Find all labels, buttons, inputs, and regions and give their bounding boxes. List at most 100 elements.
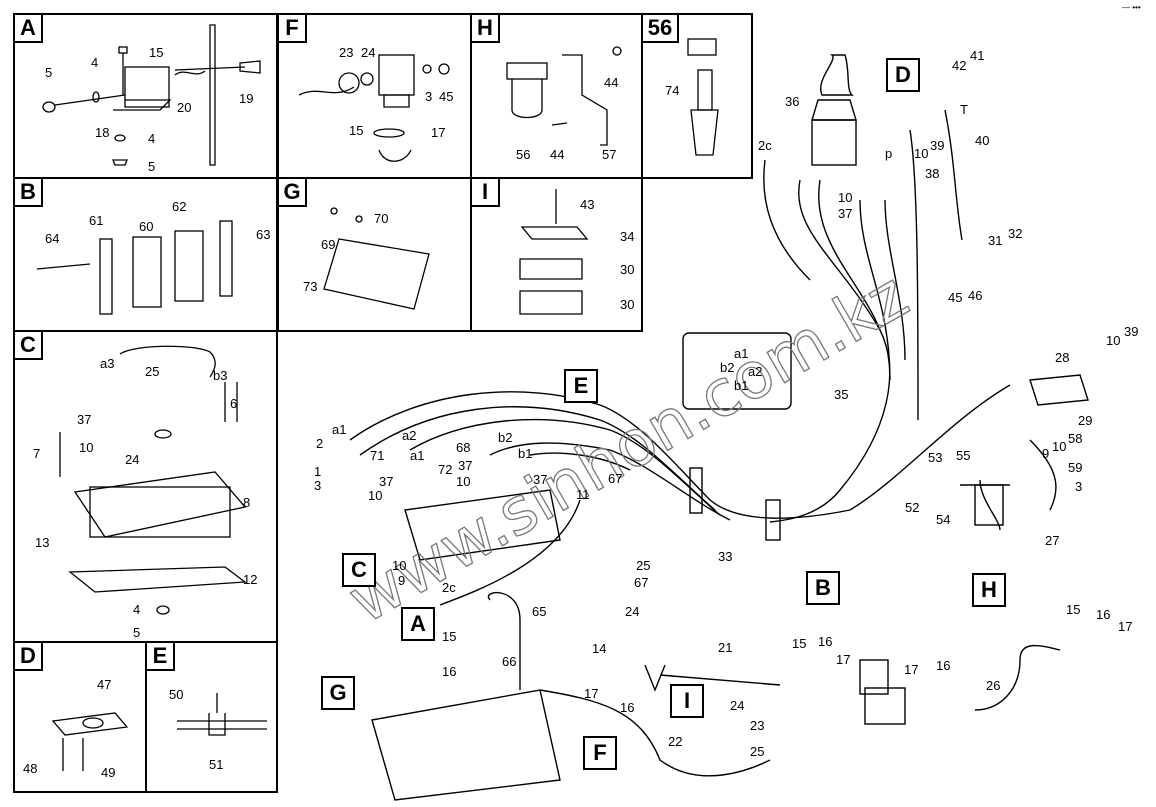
label-14: 14 xyxy=(592,641,606,656)
label-16: 16 xyxy=(442,664,456,679)
label-10e: 10 xyxy=(368,488,382,503)
label-10: 10 xyxy=(838,190,852,205)
callout-c: C xyxy=(342,553,376,587)
callout-f: F xyxy=(583,736,617,770)
part-69: 69 xyxy=(321,237,335,252)
callout-b: B xyxy=(806,571,840,605)
label-b1: b1 xyxy=(518,446,532,461)
panel-h-drawing: 44 56 44 57 xyxy=(506,46,622,162)
label-1: 1 xyxy=(314,464,321,479)
label-45: 45 xyxy=(948,290,962,305)
label-3: 3 xyxy=(1075,479,1082,494)
panel-d-drawing: 47 48 49 xyxy=(23,677,129,780)
panel-f-label: F xyxy=(277,13,307,43)
part-43: 43 xyxy=(580,197,594,212)
label-9b: 9 xyxy=(398,573,405,588)
label-a1b: a1 xyxy=(410,448,424,463)
part-45: 45 xyxy=(439,89,453,104)
label-46: 46 xyxy=(968,288,982,303)
panel-56-drawing: 74 xyxy=(665,38,719,156)
panel-b-label: B xyxy=(13,177,43,207)
label-32: 32 xyxy=(1008,226,1022,241)
panel-f: F 23 24 3 45 15 17 xyxy=(277,13,472,179)
panel-i-label: I xyxy=(470,177,500,207)
part-20: 20 xyxy=(177,100,191,115)
panel-a-label: A xyxy=(13,13,43,43)
label-29: 29 xyxy=(1078,413,1092,428)
label-17: 17 xyxy=(584,686,598,701)
label-2: 2 xyxy=(316,436,323,451)
label-16b: 16 xyxy=(620,700,634,715)
part-a3: a3 xyxy=(100,356,114,371)
callout-i: I xyxy=(670,684,704,718)
panel-i: I 43 34 30 30 xyxy=(470,177,643,332)
part-63: 63 xyxy=(256,227,270,242)
part-48: 48 xyxy=(23,761,37,776)
label-36: 36 xyxy=(785,94,799,109)
panel-e-label: E xyxy=(145,641,175,671)
label-67b: 67 xyxy=(634,575,648,590)
label-a2: a2 xyxy=(402,428,416,443)
part-34: 34 xyxy=(620,229,634,244)
label-17b: 17 xyxy=(836,652,850,667)
label-53: 53 xyxy=(928,450,942,465)
part-10: 10 xyxy=(79,440,93,455)
part-18: 18 xyxy=(95,125,109,140)
label-38: 38 xyxy=(925,166,939,181)
part-73: 73 xyxy=(303,279,317,294)
port-b1: b1 xyxy=(734,378,748,393)
label-37b: 37 xyxy=(458,458,472,473)
part-47: 47 xyxy=(97,677,111,692)
label-9: 9 xyxy=(1042,446,1049,461)
part-30b: 30 xyxy=(620,297,634,312)
label-54: 54 xyxy=(936,512,950,527)
part-5b: 5 xyxy=(148,159,155,174)
panel-g-drawing: 70 69 73 xyxy=(303,207,430,310)
label-17c: 17 xyxy=(904,662,918,677)
label-68: 68 xyxy=(456,440,470,455)
label-65: 65 xyxy=(532,604,546,619)
label-11: 11 xyxy=(576,487,590,502)
label-42: 42 xyxy=(952,58,966,73)
part-b3: b3 xyxy=(213,368,227,383)
label-24b: 24 xyxy=(730,698,744,713)
port-a2: a2 xyxy=(748,364,762,379)
label-52: 52 xyxy=(905,500,919,515)
part-50: 50 xyxy=(169,687,183,702)
part-15: 15 xyxy=(349,123,363,138)
label-21: 21 xyxy=(718,640,732,655)
part-17: 17 xyxy=(431,125,445,140)
part-64: 64 xyxy=(45,231,59,246)
panel-56-label: 56 xyxy=(641,13,679,43)
label-16c: 16 xyxy=(818,634,832,649)
label-17d: 17 xyxy=(1118,619,1132,634)
label-25b: 25 xyxy=(750,744,764,759)
label-2c: 2c xyxy=(442,580,456,595)
label-40: 40 xyxy=(975,133,989,148)
part-57: 57 xyxy=(602,147,616,162)
port-b2: b2 xyxy=(720,360,734,375)
panel-c-label: C xyxy=(13,330,43,360)
panel-g: G 70 69 73 xyxy=(277,177,472,332)
part-24: 24 xyxy=(361,45,375,60)
label-25: 25 xyxy=(636,558,650,573)
part-44: 44 xyxy=(604,75,618,90)
label-55: 55 xyxy=(956,448,970,463)
part-3: 3 xyxy=(425,89,432,104)
part-62: 62 xyxy=(172,199,186,214)
panel-b-drawing: 64 61 60 62 63 xyxy=(36,199,270,315)
panel-h: H 44 56 44 57 xyxy=(470,13,643,179)
part-51: 51 xyxy=(209,757,223,772)
part-8: 8 xyxy=(243,495,250,510)
part-7: 7 xyxy=(33,446,40,461)
label-T: T xyxy=(960,102,968,117)
label-15b: 15 xyxy=(792,636,806,651)
panel-56: 56 74 xyxy=(641,13,753,179)
panel-f-drawing: 23 24 3 45 15 17 xyxy=(298,45,453,162)
label-22: 22 xyxy=(668,734,682,749)
label-10h: 10 xyxy=(392,558,406,573)
label-b2: b2 xyxy=(498,430,512,445)
label-16d: 16 xyxy=(936,658,950,673)
label-33: 33 xyxy=(718,549,732,564)
label-71: 71 xyxy=(370,448,384,463)
